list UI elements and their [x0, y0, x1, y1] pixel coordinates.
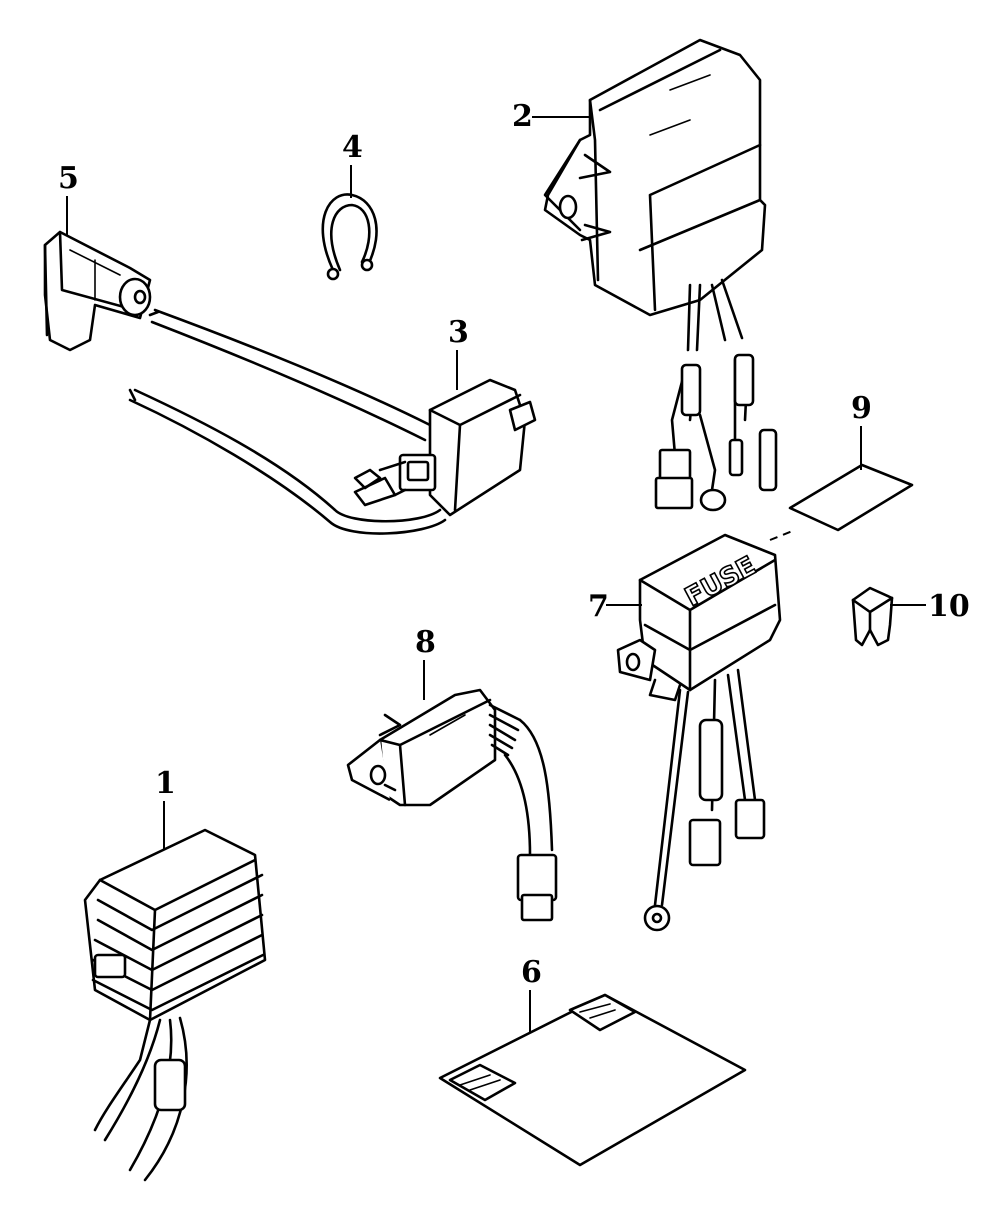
part-10-blade-fuse: [851, 586, 894, 647]
callout-10: 10: [890, 589, 970, 624]
svg-text:1: 1: [155, 766, 176, 801]
callout-4: 4: [342, 130, 363, 198]
callout-2: 2: [512, 99, 590, 134]
svg-text:7: 7: [588, 589, 609, 624]
part-1-regulator: [83, 828, 267, 1182]
part-2-control-box: [543, 38, 778, 512]
part-6-pad: [438, 993, 747, 1167]
svg-text:4: 4: [342, 130, 363, 165]
callout-9: 9: [851, 391, 872, 470]
part-5-spark-plug-cap: [43, 230, 152, 352]
svg-text:9: 9: [851, 391, 872, 426]
callout-6: 6: [521, 955, 542, 1032]
svg-text:6: 6: [521, 955, 542, 990]
callout-3: 3: [448, 315, 469, 390]
callout-8: 8: [415, 625, 436, 700]
part-4-wire-clip: [321, 193, 378, 281]
svg-text:2: 2: [512, 99, 533, 134]
callout-1: 1: [155, 766, 176, 850]
part-8-module: [346, 688, 558, 922]
callout-7: 7: [588, 589, 642, 624]
svg-text:5: 5: [58, 161, 79, 196]
svg-text:8: 8: [415, 625, 436, 660]
part-9-label: [769, 463, 914, 541]
svg-text:10: 10: [928, 589, 970, 624]
part-3-ignition-coil: [128, 308, 537, 535]
part-7-fuse-box: FUSE: [616, 533, 782, 932]
svg-text:3: 3: [448, 315, 469, 350]
callout-5: 5: [58, 161, 79, 235]
